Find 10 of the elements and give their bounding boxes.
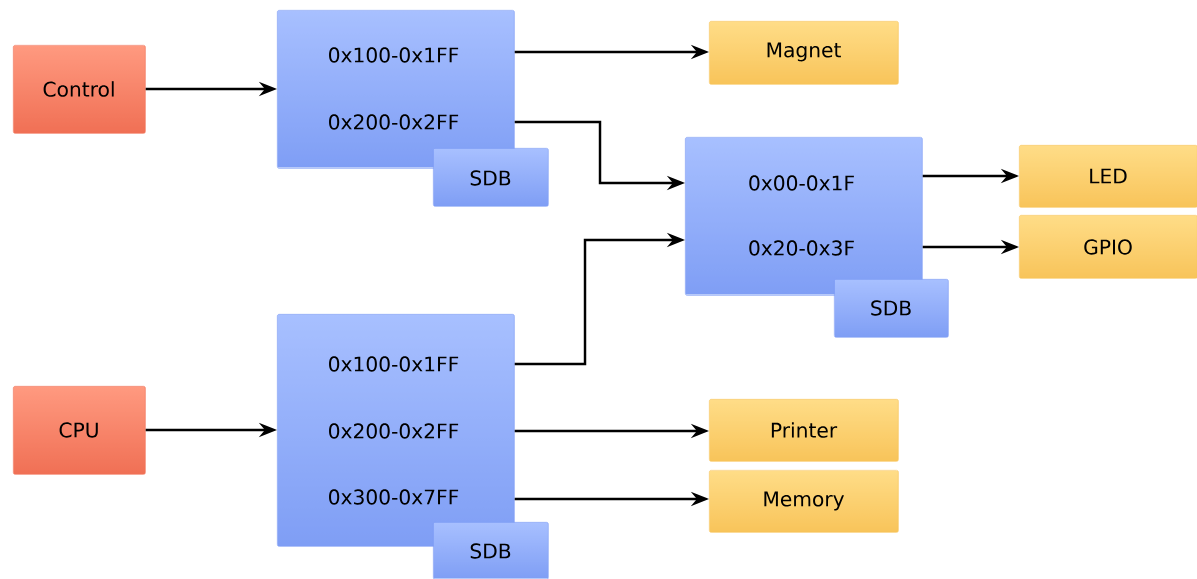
device-box: Magnet — [709, 21, 899, 85]
device-box: Printer — [709, 399, 899, 462]
sdb-box: SDB — [433, 148, 549, 207]
sdb-box: SDB — [834, 279, 949, 338]
source-box: CPU — [13, 386, 146, 475]
device-box: GPIO — [1019, 215, 1197, 279]
sdb-box: SDB — [433, 522, 549, 579]
device-box: LED — [1019, 145, 1197, 208]
device-box: Memory — [709, 470, 899, 533]
source-box: Control — [13, 45, 146, 134]
